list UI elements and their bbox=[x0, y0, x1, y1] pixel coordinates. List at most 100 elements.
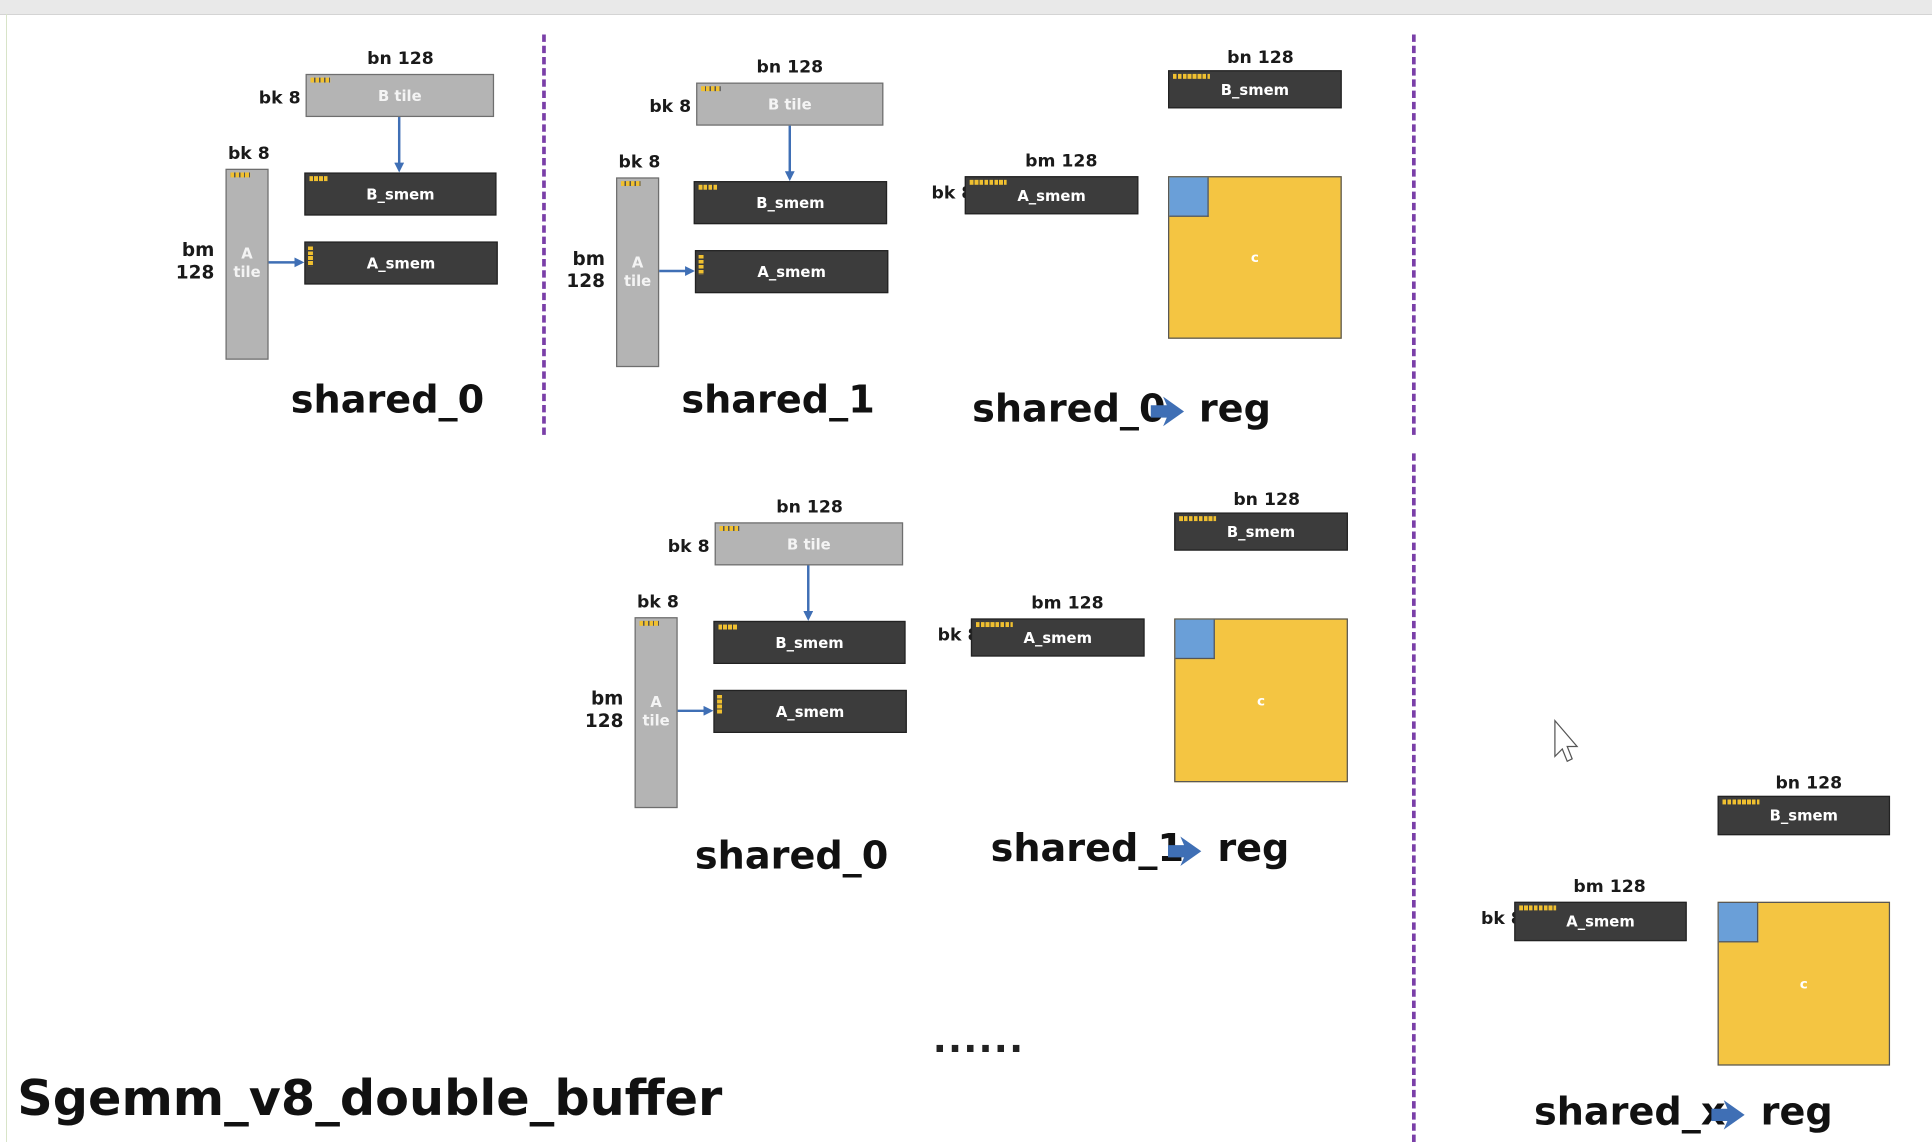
a-tile-a-label: A bbox=[650, 693, 662, 711]
bn-label: bn 128 bbox=[1227, 48, 1294, 68]
b-smem-label: B_smem bbox=[775, 633, 844, 652]
divider-line-2 bbox=[1411, 34, 1416, 435]
bk-label: bk 8 bbox=[636, 592, 679, 613]
a-smem-dots bbox=[1519, 905, 1557, 911]
caption-shared-0: shared_0 bbox=[290, 378, 485, 423]
b-smem-box: B_smem bbox=[1168, 70, 1342, 109]
caption-shared-1-from: shared_1 bbox=[990, 826, 1185, 871]
bk-label: bk 8 bbox=[618, 152, 661, 173]
bk-label: bk 8 bbox=[649, 97, 692, 118]
caption-shared-x-to: reg bbox=[1760, 1090, 1833, 1135]
caption-shared-x-from: shared_x bbox=[1533, 1090, 1726, 1135]
b-tile-label: B tile bbox=[787, 535, 831, 553]
c-matrix: c bbox=[1717, 901, 1891, 1066]
c-label: c bbox=[1799, 975, 1808, 992]
bm-label: bm 128 bbox=[582, 687, 624, 731]
caption-arrow-icon bbox=[1168, 836, 1202, 867]
b-smem-dots bbox=[1172, 73, 1210, 79]
b-smem-dots bbox=[1722, 799, 1760, 805]
a-smem-dots bbox=[975, 622, 1013, 628]
a-smem-label: A_smem bbox=[1566, 912, 1635, 931]
b-tile-box: B tile bbox=[714, 522, 904, 566]
c-label: c bbox=[1257, 692, 1266, 709]
caption-shared-0-from: shared_0 bbox=[972, 386, 1166, 432]
a-tile-a-label: A bbox=[631, 253, 644, 272]
bm-label: bm 128 bbox=[1025, 151, 1098, 172]
caption-arrow-icon bbox=[1711, 1100, 1745, 1130]
a-tile-a-label: A bbox=[241, 245, 253, 263]
bm-label: bm 128 bbox=[1573, 877, 1646, 897]
bm-text: bm bbox=[590, 687, 624, 710]
caption-shared-1: shared_1 bbox=[681, 378, 875, 423]
ellipsis: ...... bbox=[932, 1018, 1025, 1062]
caption-shared-0-to: reg bbox=[1198, 386, 1271, 432]
b-smem-label: B_smem bbox=[1220, 80, 1290, 98]
a-smem-label: A_smem bbox=[1023, 628, 1092, 647]
a-smem-label: A_smem bbox=[366, 254, 436, 272]
bm-text: bm bbox=[181, 238, 215, 262]
a-smem-box: A_smem bbox=[713, 689, 907, 733]
bk-label: bk 8 bbox=[667, 537, 710, 557]
c-matrix: c bbox=[1174, 618, 1348, 783]
a-tile-box: A tile bbox=[634, 617, 678, 809]
b-tile-dots bbox=[701, 86, 721, 92]
bm-label: bm 128 bbox=[172, 238, 215, 283]
bm-label: bm 128 bbox=[563, 248, 605, 292]
a-smem-box: A_smem bbox=[1514, 901, 1687, 942]
b-smem-label: B_smem bbox=[366, 185, 435, 203]
bm-label: bm 128 bbox=[1031, 593, 1104, 614]
a-tile-dots bbox=[620, 181, 641, 187]
left-edge-line bbox=[6, 14, 7, 1142]
bk-label: bk 8 bbox=[258, 88, 301, 109]
b-smem-box: B_smem bbox=[1717, 795, 1891, 836]
b-smem-label: B_smem bbox=[756, 194, 825, 212]
c-matrix: c bbox=[1168, 176, 1342, 339]
a-smem-box: A_smem bbox=[970, 618, 1145, 657]
b-smem-label: B_smem bbox=[1226, 522, 1296, 541]
bk-label: bk 8 bbox=[937, 625, 980, 646]
b-smem-box: B_smem bbox=[304, 172, 497, 216]
c-label: c bbox=[1250, 249, 1259, 266]
caption-shared-1-to: reg bbox=[1217, 826, 1290, 871]
a-tile-box: A tile bbox=[225, 168, 269, 360]
bm-value: 128 bbox=[566, 269, 605, 292]
b-smem-dots bbox=[698, 184, 719, 190]
divider-line-1 bbox=[542, 34, 546, 435]
b-tile-dots bbox=[310, 77, 331, 83]
a-smem-box: A_smem bbox=[304, 241, 498, 285]
caption-shared-0-mid: shared_0 bbox=[694, 833, 889, 879]
bm-value: 128 bbox=[584, 709, 624, 732]
a-smem-label: A_smem bbox=[1017, 186, 1086, 204]
mouse-cursor-icon bbox=[1554, 718, 1579, 763]
c-sub-block bbox=[1169, 177, 1209, 217]
b-smem-dots bbox=[1179, 516, 1217, 522]
c-sub-block bbox=[1175, 619, 1215, 660]
c-sub-block bbox=[1718, 902, 1759, 943]
bn-label: bn 128 bbox=[756, 57, 824, 78]
b-smem-dots bbox=[309, 176, 329, 182]
a-tile-dots bbox=[230, 172, 251, 178]
b-tile-dots bbox=[719, 526, 740, 531]
bn-label: bn 128 bbox=[1775, 773, 1843, 794]
a-tile-tile-label: tile bbox=[623, 272, 652, 290]
b-tile-label: B tile bbox=[377, 86, 422, 105]
divider-line-3 bbox=[1411, 453, 1416, 1142]
a-smem-box: A_smem bbox=[694, 250, 889, 294]
b-tile-box: B tile bbox=[305, 73, 495, 118]
a-smem-dots bbox=[717, 694, 723, 715]
bk-label: bk 8 bbox=[931, 183, 974, 204]
b-tile-label: B tile bbox=[767, 95, 812, 113]
a-tile-dots bbox=[639, 620, 660, 626]
bk-label: bk 8 bbox=[227, 144, 270, 164]
bk-label: bk 8 bbox=[1480, 909, 1523, 929]
window-top-bar bbox=[0, 0, 1932, 15]
b-tile-box: B tile bbox=[696, 82, 884, 126]
a-smem-label: A_smem bbox=[757, 263, 826, 281]
a-smem-box: A_smem bbox=[964, 176, 1139, 215]
b-smem-label: B_smem bbox=[1769, 806, 1838, 825]
a-tile-tile-label: tile bbox=[642, 712, 670, 730]
load-arrows bbox=[268, 117, 814, 716]
caption-arrow-icon bbox=[1150, 396, 1185, 427]
